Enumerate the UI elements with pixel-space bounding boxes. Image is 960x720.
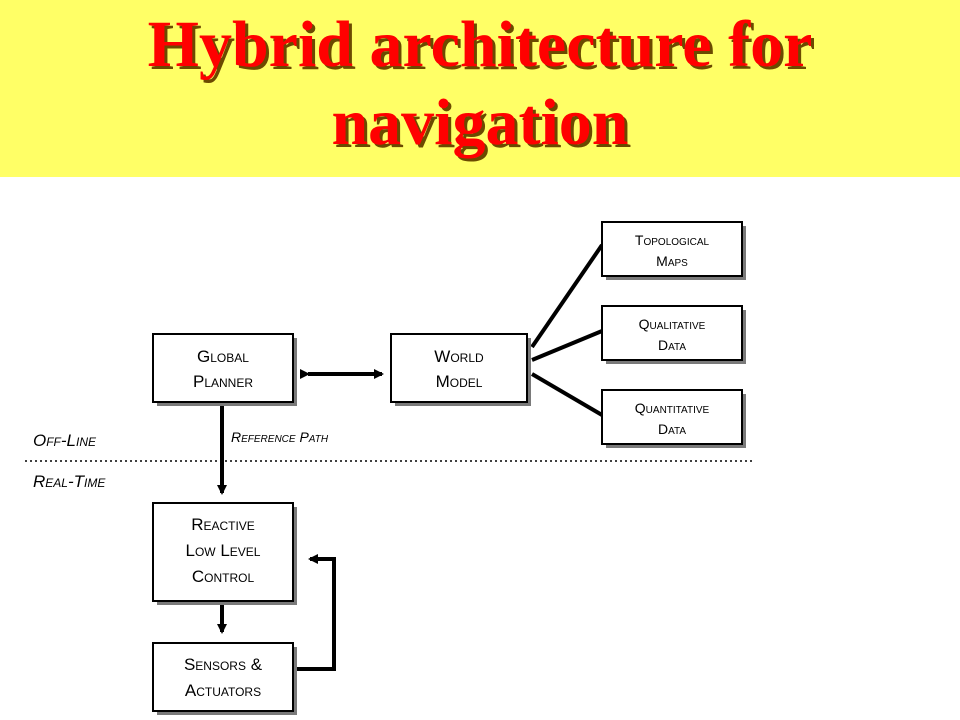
global-planner-box: Global Planner xyxy=(152,333,297,406)
real-time-label: Real-Time xyxy=(33,472,106,491)
reactive-control-box: Reactive Low Level Control xyxy=(152,502,297,605)
global-planner-label-2: Planner xyxy=(193,372,253,391)
sensors-actuators-label-2: Actuators xyxy=(185,681,261,700)
topological-maps-box: Topological Maps xyxy=(601,221,746,280)
title-line-2: navigation xyxy=(331,86,629,159)
qualitative-data-box: Qualitative Data xyxy=(601,305,746,364)
qualitative-data-label-1: Qualitative xyxy=(639,316,706,332)
feedback-arrow xyxy=(296,554,336,671)
topological-maps-label-1: Topological xyxy=(635,232,710,248)
sensors-actuators-box: Sensors & Actuators xyxy=(152,642,297,715)
reactive-control-label-3: Control xyxy=(192,567,255,586)
quantitative-data-label-1: Quantitative xyxy=(635,400,710,416)
reactive-control-label-1: Reactive xyxy=(191,515,255,534)
connectors xyxy=(217,243,604,671)
qualitative-data-label-2: Data xyxy=(658,337,686,353)
quantitative-data-label-2: Data xyxy=(658,421,686,437)
topological-maps-label-2: Maps xyxy=(656,253,688,269)
reference-path-label: Reference Path xyxy=(231,429,329,445)
global-planner-label-1: Global xyxy=(197,347,249,366)
world-model-to-quantitative-line xyxy=(530,372,604,417)
world-model-box: World Model xyxy=(390,333,531,406)
world-model-to-topological-line xyxy=(530,243,604,349)
page-title: Hybrid architecture for navigation xyxy=(0,6,960,162)
world-model-label-2: Model xyxy=(436,372,483,391)
title-line-1: Hybrid architecture for xyxy=(147,8,813,81)
off-line-label: Off-Line xyxy=(33,431,97,450)
world-model-label-1: World xyxy=(434,347,484,366)
quantitative-data-box: Quantitative Data xyxy=(601,389,746,448)
reactive-control-label-2: Low Level xyxy=(186,541,261,560)
world-model-to-qualitative-line xyxy=(531,329,603,362)
title-banner xyxy=(0,0,960,177)
sensors-actuators-label-1: Sensors & xyxy=(184,655,263,674)
